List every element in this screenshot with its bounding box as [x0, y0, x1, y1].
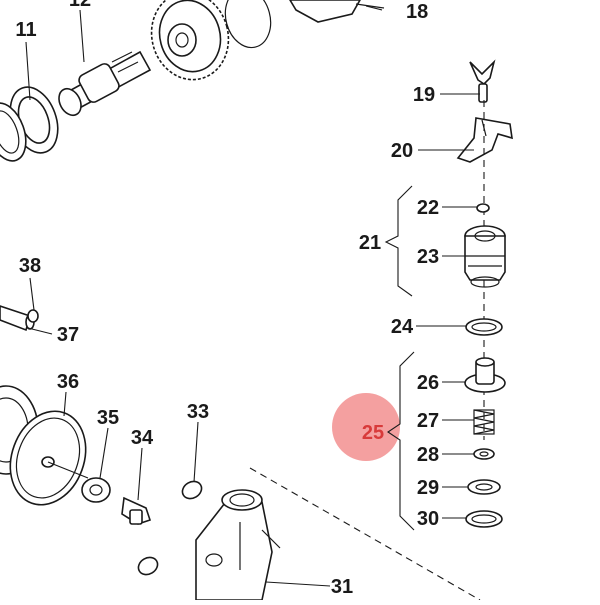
callout-34[interactable]: 34 [131, 427, 154, 449]
callout-20[interactable]: 20 [391, 140, 413, 162]
callout-11[interactable]: 11 [15, 19, 36, 41]
part-pump-housing-31 [195, 467, 481, 601]
part-oring-22 [476, 203, 490, 213]
part-spring-27 [473, 409, 495, 435]
part-washer-29 [467, 479, 501, 495]
part-oring-24 [465, 318, 503, 336]
callout-12[interactable]: 12 [69, 0, 91, 11]
bracket-group-21 [384, 185, 413, 297]
part-top-housing [289, 0, 385, 23]
callout-25[interactable]: 25 [362, 422, 384, 444]
part-valve-body-23 [464, 225, 506, 288]
callout-22[interactable]: 22 [417, 197, 439, 219]
part-gear-wheel [150, 0, 272, 81]
callout-24[interactable]: 24 [391, 316, 414, 338]
callout-37[interactable]: 37 [57, 324, 79, 346]
callout-35[interactable]: 35 [97, 407, 119, 429]
part-wheel-36 [9, 410, 89, 506]
callout-29[interactable]: 29 [417, 477, 439, 499]
highlight-marker-25[interactable] [332, 393, 400, 461]
callout-27[interactable]: 27 [417, 410, 439, 432]
callout-26[interactable]: 26 [417, 372, 439, 394]
part-bolt-34 [121, 496, 152, 525]
part-ring-38 [27, 309, 39, 323]
callout-19[interactable]: 19 [413, 84, 435, 106]
callout-38[interactable]: 38 [19, 255, 41, 277]
leader-lines [25, 5, 480, 587]
callout-21[interactable]: 21 [359, 232, 381, 254]
part-wing-screw-19 [469, 59, 496, 103]
part-washer-28 [473, 448, 495, 460]
callout-23[interactable]: 23 [417, 246, 439, 268]
bracket-group-25 [387, 351, 415, 531]
callout-30[interactable]: 30 [417, 508, 439, 530]
part-clamp-20 [456, 117, 513, 163]
part-oring-33 [137, 480, 203, 576]
callout-33[interactable]: 33 [187, 401, 209, 423]
callout-36[interactable]: 36 [57, 371, 79, 393]
part-seal-ring-11 [0, 86, 59, 162]
part-washer-35 [81, 477, 111, 503]
part-oring-30 [465, 510, 503, 528]
callout-28[interactable]: 28 [417, 444, 439, 466]
callout-31[interactable]: 31 [331, 576, 353, 598]
callout-18[interactable]: 18 [406, 1, 428, 23]
part-shaft-12 [58, 50, 152, 117]
part-valve-seat-26 [464, 357, 506, 393]
